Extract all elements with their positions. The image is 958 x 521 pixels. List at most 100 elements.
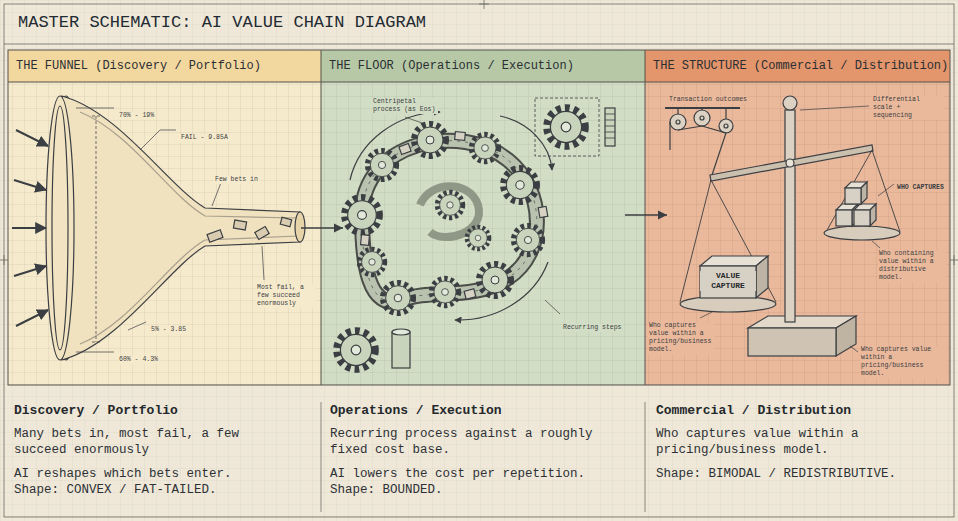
column-divider <box>321 402 645 512</box>
process-loop-drawing <box>535 98 599 156</box>
funnel-drawing <box>92 116 100 342</box>
balance-scale-drawing <box>870 204 876 226</box>
balance-scale-drawing <box>836 316 856 356</box>
funnel-drawing <box>14 266 46 276</box>
label-anchor: 70% - 19% <box>118 104 168 122</box>
annotation-label: 70% - 19% <box>118 112 155 120</box>
diagram-title: MASTER SCHEMATIC: AI VALUE CHAIN DIAGRAM <box>18 12 426 34</box>
label-anchor: Transaction outcomes <box>668 88 754 106</box>
annotation-label: Differential scale + sequencing <box>872 96 944 120</box>
label-anchor: WHO CAPTURES <box>896 176 948 194</box>
panel-header: THE STRUCTURE (Commercial / Distribution… <box>645 50 950 82</box>
funnel-drawing <box>80 112 298 218</box>
process-loop-drawing <box>431 278 458 305</box>
process-loop-drawing <box>399 144 411 155</box>
label-anchor: Who captures value within a pricing/busi… <box>648 322 714 356</box>
balance-scale-drawing <box>785 110 795 322</box>
label-anchor: Most fail, a few succeed enormously <box>256 284 316 310</box>
stage-panel: THE FLOOR (Operations / Execution) <box>321 50 645 385</box>
process-loop-drawing <box>467 227 489 249</box>
funnel-drawing <box>16 130 48 146</box>
balance-scale-drawing <box>861 182 867 204</box>
panel-ground <box>8 82 950 385</box>
paper-sheet <box>4 4 954 517</box>
column-divider <box>321 402 322 512</box>
funnel-drawing <box>12 96 305 360</box>
funnel-drawing <box>76 352 114 353</box>
annotation-label: Recurring steps <box>562 324 623 332</box>
process-loop-drawing <box>359 249 385 275</box>
panel-ground <box>645 50 646 385</box>
funnel-drawing <box>76 108 264 352</box>
funnel-drawing <box>62 96 300 360</box>
annotation-label: Who captures value within a pricing/busi… <box>648 322 714 354</box>
weight-label: VALUE CAPTURE <box>700 271 756 291</box>
balance-scale-drawing <box>748 328 836 356</box>
column-heading: Discovery / Portfolio <box>14 402 314 420</box>
panel-ground <box>8 50 950 385</box>
funnel-drawing <box>46 96 74 360</box>
funnel-drawing <box>140 130 176 150</box>
process-loop-drawing <box>392 329 410 335</box>
funnel-drawing <box>16 310 48 326</box>
balance-scale-drawing <box>800 106 869 110</box>
balance-scale-drawing <box>680 180 776 302</box>
column-body: Shape: BIMODAL / REDISTRIBUTIVE. <box>656 466 908 482</box>
annotation-label: FAIL - 9.85A <box>180 134 229 142</box>
funnel-drawing <box>128 322 146 330</box>
process-loop-drawing <box>337 331 375 369</box>
balance-scale-drawing <box>700 266 756 298</box>
funnel-drawing <box>76 108 114 109</box>
process-loop-drawing <box>361 132 548 300</box>
funnel-drawing <box>255 227 269 240</box>
process-loop-drawing <box>383 283 413 313</box>
column-heading: Commercial / Distribution <box>656 402 946 420</box>
annotation-label: Who captures value within a pricing/busi… <box>860 346 948 378</box>
label-anchor: Who containing value within a distributi… <box>878 250 946 284</box>
process-loop-drawing <box>471 134 498 161</box>
process-loop-drawing <box>414 124 446 156</box>
balance-scale-drawing <box>850 346 858 352</box>
balance-scale-drawing <box>719 119 733 133</box>
balance-scale-drawing <box>710 145 873 181</box>
panel-ground <box>8 82 950 83</box>
label-anchor: Differential scale + sequencing <box>872 96 944 122</box>
arrow-head <box>658 211 667 220</box>
panel-ground <box>321 50 322 385</box>
process-loop-drawing <box>392 332 410 368</box>
process-loop-drawing <box>605 108 615 146</box>
annotation-label: WHO CAPTURES <box>896 184 945 192</box>
flow-arrow <box>625 211 667 220</box>
flow-arrow <box>301 224 343 233</box>
balance-scale-drawing <box>694 110 710 126</box>
balance-scale-drawing <box>724 124 728 128</box>
column-body: Who captures value within a pricing/busi… <box>656 426 908 458</box>
process-loop-drawing <box>479 264 511 296</box>
balance-scale-drawing <box>836 210 852 226</box>
funnel-drawing <box>280 217 291 226</box>
balance-scale-drawing <box>845 188 861 204</box>
annotation-label: 5% - 3.85 <box>150 326 187 334</box>
label-anchor: Few bets in <box>214 168 274 186</box>
balance-scale-drawing <box>676 120 680 124</box>
column-body: AI reshapes which bets enter. Shape: CON… <box>14 466 250 498</box>
balance-scale-drawing <box>783 96 797 110</box>
column-divider <box>645 402 646 512</box>
process-loop-drawing <box>350 112 440 180</box>
process-loop-drawing <box>405 117 425 124</box>
process-loop-drawing <box>362 141 537 302</box>
balance-scale-drawing <box>854 210 870 226</box>
balance-scale-drawing <box>824 226 900 240</box>
balance-scale-drawing <box>826 150 900 232</box>
summary-column: Discovery / PortfolioMany bets in, most … <box>14 400 314 516</box>
process-loop-drawing <box>545 300 560 314</box>
funnel-drawing <box>14 180 46 190</box>
balance-scale-drawing <box>700 116 704 120</box>
summary-column: Operations / ExecutionRecurring process … <box>330 400 640 516</box>
process-loop-drawing <box>605 114 615 138</box>
balance-scale-drawing <box>670 114 686 130</box>
paper-sheet <box>4 44 954 45</box>
process-loop-drawing <box>464 289 476 299</box>
